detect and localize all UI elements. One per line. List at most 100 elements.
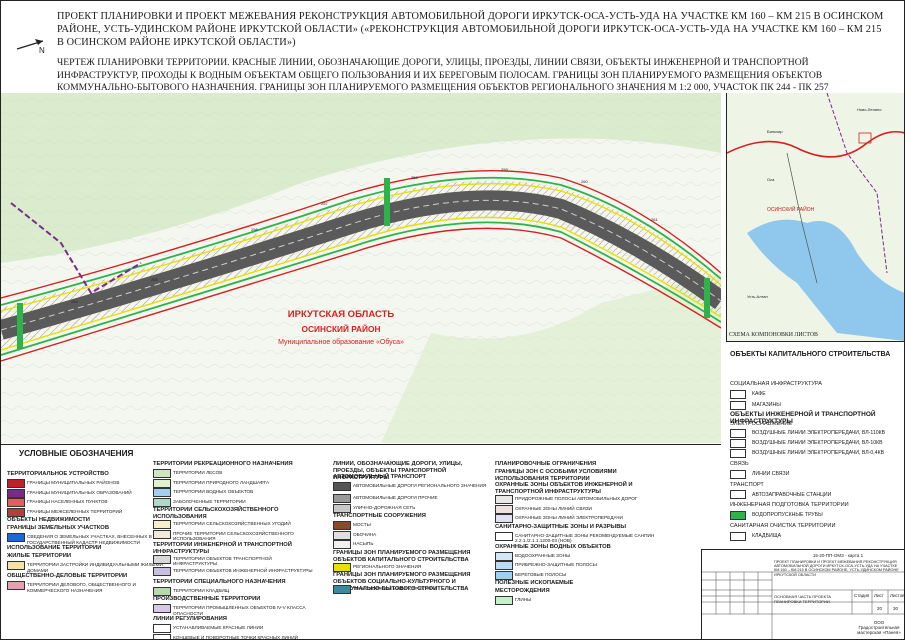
legend-item-label: РЕГИОНАЛЬНОГО ЗНАЧЕНИЯ	[353, 563, 422, 569]
legend-swatch	[333, 494, 351, 503]
legend-swatch	[153, 488, 171, 497]
stamp-company: ООО Градостроительная мастерская «Панея»	[857, 620, 901, 635]
inset-place-3: Ново-Ленино	[857, 107, 882, 112]
legend-transport: ТРАНСПОРТ	[730, 482, 764, 488]
inset-caption: СХЕМА КОМПОНОВКИ ЛИСТОВ	[729, 332, 818, 338]
stamp-sheet-number: 20	[877, 606, 883, 611]
legend-swatch	[333, 530, 351, 540]
legend-heading: ТРАНСПОРТНЫЕ СООРУЖЕНИЯ	[333, 513, 426, 519]
legend-heading: ГРАНИЦЫ ЗОН С ОСОБЫМИ УСЛОВИЯМИ ИСПОЛЬЗО…	[495, 469, 617, 482]
legend-item-label: ПРИБРЕЖНО-ЗАЩИТНЫЕ ПОЛОСЫ	[515, 562, 597, 567]
legend-heading: ОБЩЕСТВЕННО-ДЕЛОВЫЕ ТЕРРИТОРИИ	[7, 573, 128, 579]
legend-cafe: КАФЕ	[752, 391, 766, 397]
shop-icon	[730, 401, 746, 410]
inset-roads	[786, 152, 818, 284]
region-label: ИРКУТСКАЯ ОБЛАСТЬ ОСИНСКИЙ РАЙОН Муницип…	[241, 309, 441, 346]
stamp-sheets-label: Листов	[890, 593, 905, 598]
legend-item-label: ГРАНИЦЫ НАСЕЛЕННЫХ ПУНКТОВ	[27, 499, 108, 504]
capital-construction-legend: ОБЪЕКТЫ КАПИТАЛЬНОГО СТРОИТЕЛЬСТВА СОЦИА…	[726, 343, 904, 546]
legend-sanitary: САНИТАРНАЯ ОЧИСТКА ТЕРРИТОРИИ	[730, 523, 836, 529]
legend-swatch	[153, 554, 171, 564]
regional-zone-yellow-south	[1, 216, 721, 351]
red-line-south	[1, 227, 721, 362]
title-block: N ПРОЕКТ ПЛАНИРОВКИ И ПРОЕКТ МЕЖЕВАНИЯ Р…	[1, 1, 904, 93]
legend-item-label: ВОДООХРАННЫЕ ЗОНЫ	[515, 552, 571, 558]
legend-item-label: СВЕДЕНИЯ О ЗЕМЕЛЬНЫХ УЧАСТКАХ, ВНЕСЕННЫХ…	[27, 534, 152, 545]
legend-vl110: ВОЗДУШНЫЕ ЛИНИИ ЭЛЕКТРОПЕРЕДАЧИ, ВЛ-110к…	[752, 430, 886, 436]
title-stamp: 15-20-ПП-ОМЗ - карта 1 ПРОЕКТ ПЛАНИРОВКИ…	[701, 549, 905, 639]
svg-text:260: 260	[581, 179, 588, 184]
power-line-10-icon	[730, 439, 746, 448]
legend-swatch	[495, 596, 513, 605]
legend-comm: СВЯЗЬ	[730, 461, 749, 467]
legend-heading: ТЕРРИТОРИИ ИНЖЕНЕРНОЙ И ТРАНСПОРТНОЙ ИНФ…	[153, 541, 292, 555]
legend-item-label: ТРАНСПОРТНОЙ ИНФРАСТРУКТУРЫ	[353, 586, 438, 591]
legend-item-label: ТЕРРИТОРИИ ПРОМЫШЛЕННЫХ ОБЪЕКТОВ IV-V КЛ…	[173, 605, 306, 616]
legend-swatch	[153, 529, 171, 539]
legend-swatch	[153, 497, 171, 507]
legend-item-label: ГЛИНЫ	[515, 597, 532, 602]
legend-heading: ИСПОЛЬЗОВАНИЕ ТЕРРИТОРИИ	[7, 545, 102, 551]
legend-item-label: ТЕРРИТОРИИ ОБЪЕКТОВ ТРАНСПОРТНОЙ ИНФРАСТ…	[173, 555, 272, 567]
legend-swatch	[153, 520, 171, 529]
legend-swatch	[495, 561, 513, 570]
inset-route	[727, 130, 904, 158]
legend-item-label: УЛИЧНО-ДОРОЖНАЯ СЕТЬ	[353, 504, 416, 510]
legend-swatch	[495, 570, 513, 580]
legend-swatch	[333, 503, 351, 513]
legend-item-label: ТЕРРИТОРИИ СЕЛЬСКОХОЗЯЙСТВЕННЫХ УГОДИЙ	[173, 521, 291, 526]
legend-vl10: ВОЗДУШНЫЕ ЛИНИИ ЭЛЕКТРОПЕРЕДАЧИ, ВЛ-10кВ	[752, 440, 883, 446]
legend-item-label: БЕРЕГОВЫЕ ПОЛОСЫ	[515, 571, 567, 577]
project-title: ПРОЕКТ ПЛАНИРОВКИ И ПРОЕКТ МЕЖЕВАНИЯ РЕК…	[57, 11, 884, 48]
cafe-icon	[730, 390, 746, 399]
regional-zone-yellow	[1, 183, 721, 312]
svg-text:258: 258	[411, 175, 418, 180]
inset-place-4: Усть-Алтан	[747, 294, 768, 299]
legend-heading: ЛИНИИ, ОБОЗНАЧАЮЩИЕ ДОРОГИ, УЛИЦЫ, ПРОЕЗ…	[333, 461, 463, 481]
legend-power: ЭЛЕКТРОСНАБЖЕНИЕ	[730, 421, 793, 427]
north-arrow-icon: N	[16, 39, 45, 55]
legend-swatch	[153, 604, 171, 613]
legend-swatch	[7, 498, 25, 507]
svg-text:261: 261	[651, 217, 658, 222]
culvert-marker-2[interactable]	[384, 178, 390, 226]
sheet-layout-inset-map[interactable]: ОСИНСКИЙ РАЙОН Бильчир Оса Ново-Ленино У…	[726, 93, 905, 342]
legend-swatch	[153, 478, 171, 488]
legend-item-label: МОСТЫ	[353, 522, 371, 527]
legend-swatch	[495, 495, 513, 504]
legend-heading-capital: ОБЪЕКТЫ КАПИТАЛЬНОГО СТРОИТЕЛЬСТВА	[730, 351, 891, 358]
legend-swatch	[333, 521, 351, 530]
legend-swatch	[333, 585, 351, 594]
stamp-grid	[702, 571, 904, 639]
inset-current-sheet[interactable]	[858, 132, 872, 144]
legend-heading: ОХРАННЫЕ ЗОНЫ ОБЪЕКТОВ ИНЖЕНЕРНОЙ И ТРАН…	[495, 482, 633, 495]
svg-text:N: N	[39, 46, 45, 55]
culvert-icon	[730, 511, 746, 520]
municipality-name: Муниципальное образование «Обуса»	[278, 339, 404, 346]
legend-item-label: ТЕРРИТОРИИ ЗАСТРОЙКИ ИНДИВИДУАЛЬНЫМИ ЖИЛ…	[27, 562, 163, 573]
power-line-110-icon	[730, 429, 746, 438]
legend-swatch	[7, 507, 25, 517]
legend-culverts: ВОДОПРОПУСКНЫЕ ТРУБЫ	[752, 512, 823, 518]
legend-item-label: САНИТАРНО-ЗАЩИТНЫЕ ЗОНЫ РЕКОМЕНДУЕМЫЕ Са…	[515, 532, 655, 544]
legend-gas: АВТОЗАПРАВОЧНЫЕ СТАНЦИИ	[752, 492, 832, 498]
legend-swatch	[495, 514, 513, 523]
legend-swatch	[495, 531, 513, 541]
legend-item-label: ПРИДОРОЖНЫЕ ПОЛОСЫ АВТОМОБИЛЬНЫХ ДОРОГ	[515, 496, 638, 501]
stamp-code: 15-20-ПП-ОМЗ - карта 1	[812, 553, 864, 558]
embankment-hatch	[1, 180, 721, 351]
legend-item-label: ТЕРРИТОРИИ ДЕЛОВОГО, ОБЩЕСТВЕННОГО И КОМ…	[27, 582, 136, 593]
legend-item-label: ОХРАННЫЕ ЗОНЫ ЛИНИЙ ЭЛЕКТРОПЕРЕДАЧИ	[515, 515, 623, 520]
legend-heading-infra: ОБЪЕКТЫ ИНЖЕНЕРНОЙ И ТРАНСПОРТНОЙ ИНФРАС…	[730, 411, 876, 425]
culvert-marker-1[interactable]	[17, 303, 23, 349]
legend-eng-prep: ИНЖЕНЕРНАЯ ПОДГОТОВКА ТЕРРИТОРИИ	[730, 502, 849, 508]
legend-item-label: АВТОМОБИЛЬНЫЕ ДОРОГИ РЕГИОНАЛЬНОГО ЗНАЧЕ…	[353, 483, 487, 488]
culvert-marker-3[interactable]	[704, 278, 710, 318]
forest-area-south	[381, 273, 721, 443]
legend-swatch	[153, 566, 171, 576]
legend-swatch	[333, 540, 351, 549]
zone-boundary-green-south	[1, 221, 721, 356]
